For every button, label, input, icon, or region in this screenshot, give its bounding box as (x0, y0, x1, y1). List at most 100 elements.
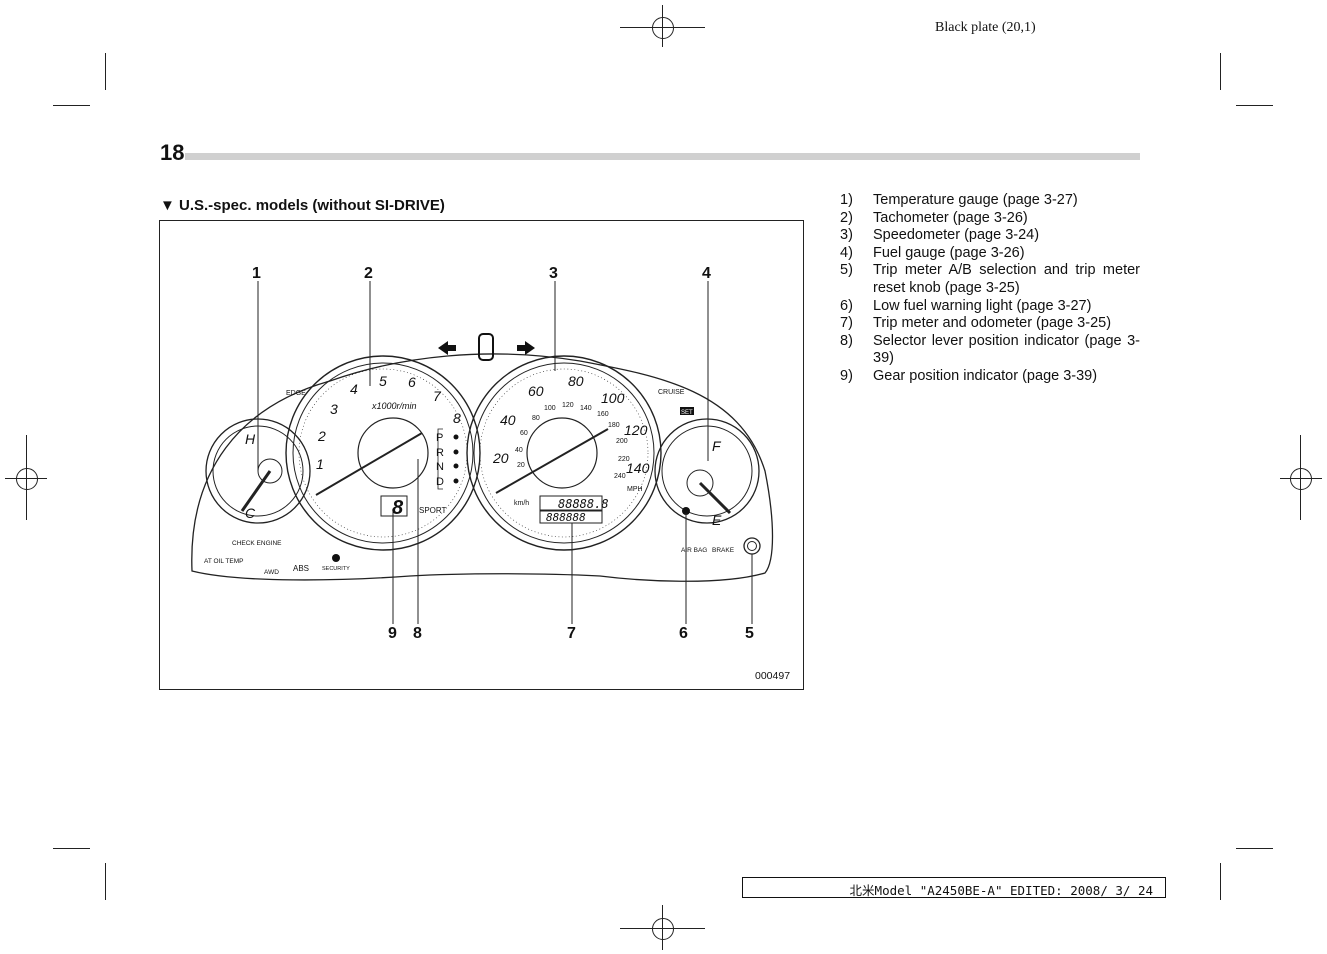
svg-text:ABS: ABS (293, 564, 309, 573)
registration-circle (1290, 468, 1312, 490)
svg-text:D: D (436, 476, 444, 488)
svg-text:AWD: AWD (264, 569, 279, 576)
svg-text:3: 3 (330, 401, 338, 417)
crop-mark (1236, 848, 1273, 849)
fuel-gauge (654, 418, 760, 524)
list-item: 3)Speedometer (page 3-24) (840, 227, 1040, 244)
list-item: 9)Gear position indicator (page 3-39) (840, 367, 1098, 384)
list-item: 1)Temperature gauge (page 3-27) (840, 192, 1078, 208)
callout-8: 8 (413, 625, 422, 642)
low-fuel-warning-light (682, 507, 690, 515)
svg-text:E: E (712, 512, 722, 528)
svg-text:4: 4 (350, 381, 358, 397)
callout-2: 2 (364, 265, 373, 282)
svg-text:7: 7 (433, 388, 442, 404)
page-number: 18 (160, 140, 185, 165)
svg-text:60: 60 (528, 383, 544, 399)
right-turn-arrow-icon (517, 341, 535, 355)
svg-text:6: 6 (408, 374, 416, 390)
section-title: ▼ U.S.-spec. models (without SI-DRIVE) (160, 197, 445, 214)
callout-5: 5 (745, 625, 754, 642)
svg-text:1: 1 (316, 456, 324, 472)
list-item: 2)Tachometer (page 3-26) (840, 209, 1028, 226)
callout-3: 3 (549, 265, 558, 282)
callout-1: 1 (252, 265, 261, 282)
crop-mark (1220, 863, 1221, 900)
odometer-top: 88888.8 (558, 497, 609, 511)
svg-text:8: 8 (453, 410, 461, 426)
crop-mark (105, 863, 106, 900)
list-item: 4)Fuel gauge (page 3-26) (840, 244, 1025, 261)
door-open-icon (478, 333, 494, 361)
registration-circle (16, 468, 38, 490)
list-item: 7)Trip meter and odometer (page 3-25) (840, 315, 1112, 332)
security-indicator (332, 554, 340, 562)
svg-text:F: F (712, 438, 722, 454)
svg-text:20: 20 (517, 462, 525, 469)
svg-text:180: 180 (608, 422, 620, 429)
svg-text:20: 20 (492, 450, 509, 466)
footer-edit-info: 北米Model "A2450BE-A" EDITED: 2008/ 3/ 24 (742, 877, 1166, 898)
crop-mark (53, 848, 90, 849)
crop-mark (53, 105, 90, 106)
svg-text:km/h: km/h (514, 500, 529, 507)
callout-6: 6 (679, 625, 688, 642)
svg-text:H: H (245, 431, 256, 447)
svg-text:R: R (436, 447, 444, 459)
svg-text:140: 140 (580, 405, 592, 412)
left-turn-arrow-icon (438, 341, 456, 355)
svg-text:MPH: MPH (627, 486, 643, 493)
svg-text:200: 200 (616, 438, 628, 445)
svg-text:2: 2 (317, 428, 326, 444)
svg-text:BRAKE: BRAKE (712, 547, 735, 554)
svg-text:P: P (436, 432, 443, 444)
odometer-box (539, 495, 603, 511)
svg-text:N: N (436, 461, 444, 473)
registration-circle (652, 918, 674, 940)
crop-mark (1236, 105, 1273, 106)
svg-text:5: 5 (379, 373, 387, 389)
gear-digit: 8 (392, 497, 404, 519)
svg-text:60: 60 (520, 430, 528, 437)
list-item: 6)Low fuel warning light (page 3-27) (840, 297, 1092, 314)
registration-circle (652, 17, 674, 39)
odometer-bottom: 888888 (546, 511, 586, 524)
svg-text:AIR BAG: AIR BAG (681, 547, 707, 554)
svg-text:40: 40 (515, 447, 523, 454)
svg-text:EDGE: EDGE (286, 390, 306, 397)
svg-text:100: 100 (544, 405, 556, 412)
callout-4: 4 (702, 265, 711, 282)
svg-text:120: 120 (624, 422, 648, 438)
gear-position-box (380, 495, 408, 517)
figure-id: 000497 (755, 670, 790, 682)
svg-text:CHECK ENGINE: CHECK ENGINE (232, 540, 282, 547)
svg-text:80: 80 (532, 415, 540, 422)
speedometer (466, 355, 662, 551)
callout-9: 9 (388, 625, 397, 642)
svg-text:C: C (245, 505, 256, 521)
svg-text:40: 40 (500, 412, 516, 428)
list-item: 8)Selector lever position indicator (pag… (840, 332, 1140, 367)
svg-text:SPORT: SPORT (419, 506, 447, 515)
cluster-housing (191, 353, 774, 582)
list-item: 5)Trip meter A/B selection and trip mete… (840, 262, 1140, 296)
callout-7: 7 (567, 625, 576, 642)
svg-text:120: 120 (562, 402, 574, 409)
svg-text:x1000r/min: x1000r/min (371, 401, 417, 411)
plate-label: Black plate (20,1) (935, 20, 1036, 35)
header-rule (185, 153, 1140, 160)
svg-text:160: 160 (597, 411, 609, 418)
svg-text:AT OIL TEMP: AT OIL TEMP (204, 558, 244, 565)
svg-text:SECURITY: SECURITY (322, 566, 350, 572)
instrument-cluster-drawing: 1 2 3 4 9 8 7 6 5 1 2 3 4 5 6 7 8 20 40 … (191, 265, 790, 682)
trip-reset-knob (743, 537, 761, 555)
instrument-cluster-figure: 1 2 3 4 9 8 7 6 5 1 2 3 4 5 6 7 8 20 40 … (159, 220, 804, 690)
svg-text:240: 240 (614, 473, 626, 480)
crop-mark (105, 53, 106, 90)
crop-mark (1220, 53, 1221, 90)
legend-list: 1)Temperature gauge (page 3-27) 2)Tachom… (840, 192, 1140, 386)
svg-text:100: 100 (601, 390, 625, 406)
svg-text:80: 80 (568, 373, 584, 389)
svg-text:CRUISE: CRUISE (658, 389, 685, 396)
svg-text:220: 220 (618, 456, 630, 463)
